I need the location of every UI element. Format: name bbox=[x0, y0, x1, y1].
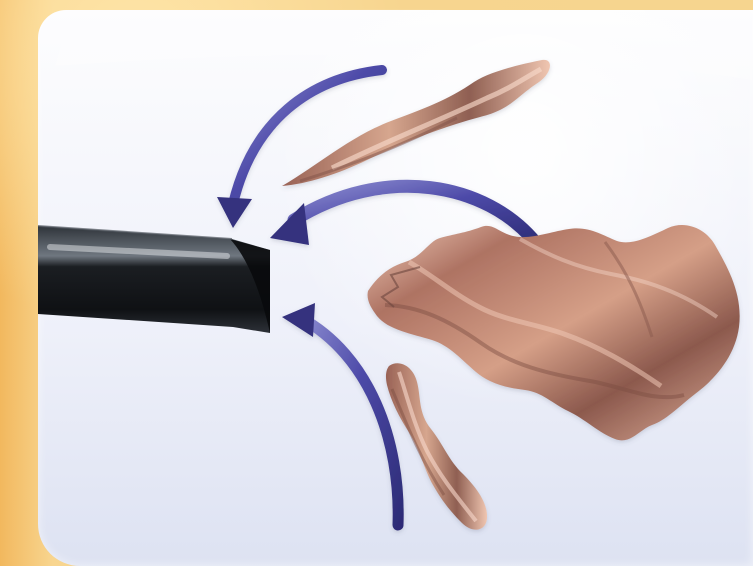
black-tube bbox=[38, 226, 270, 333]
panel-shine bbox=[55, 10, 752, 80]
copper-foil-large bbox=[368, 225, 740, 440]
copper-foil-top bbox=[282, 60, 550, 186]
blue-arrow-bottom bbox=[282, 303, 398, 525]
